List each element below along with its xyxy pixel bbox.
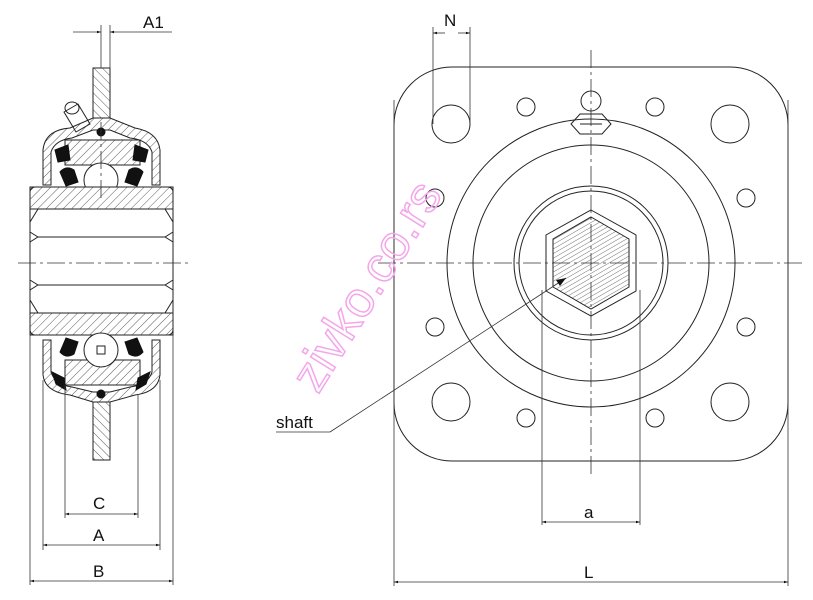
label-B: B [93, 562, 104, 581]
small-hole-1 [516, 97, 536, 117]
dimension-A1: A1 [73, 13, 172, 68]
mount-hole-top-left [431, 104, 471, 144]
small-hole-6 [736, 317, 756, 337]
inner-ring-top-hatch [29, 186, 174, 210]
lip-seal-bottom-left [59, 337, 79, 357]
seal-bottom-left [51, 371, 67, 391]
lip-seal-top-right [124, 167, 144, 187]
flange-plate-bottom [92, 401, 111, 461]
dimension-a: a [541, 290, 641, 525]
grease-nipple-side [63, 101, 91, 133]
label-a: a [584, 503, 594, 522]
inner-ring-bottom-hatch [29, 312, 174, 336]
small-hole-7 [516, 408, 536, 428]
dimension-L: L [393, 100, 789, 586]
housing-top [42, 117, 161, 186]
cage-bottom [96, 345, 106, 355]
label-N: N [444, 11, 456, 30]
seal-top-left [54, 144, 71, 163]
label-shaft: shaft [276, 413, 313, 432]
label-L: L [584, 563, 593, 582]
small-hole-4 [736, 188, 756, 208]
hex-bore-section [29, 208, 174, 314]
outer-ring-top [64, 139, 141, 166]
small-hole-2 [645, 97, 665, 117]
dimension-A: A [42, 380, 161, 550]
label-A: A [93, 526, 105, 545]
label-A1: A1 [143, 13, 164, 32]
lip-seal-top-left [59, 167, 79, 187]
seal-bottom-right [135, 371, 151, 391]
small-hole-8 [645, 408, 665, 428]
mount-hole-top-right [710, 104, 750, 144]
dimension-N: N [432, 11, 471, 124]
mount-hole-bottom-right [710, 382, 750, 422]
small-hole-3 [425, 188, 445, 208]
lube-ball-bottom [96, 389, 106, 399]
front-view: shaft N a L [276, 11, 806, 586]
small-hole-5 [425, 317, 445, 337]
side-section-view: A1 C A B [18, 13, 188, 585]
lip-seal-bottom-right [124, 337, 144, 357]
dimension-C: C [64, 385, 139, 518]
label-C: C [93, 494, 105, 513]
shaft-leader: shaft [276, 277, 567, 433]
mount-hole-bottom-left [431, 382, 471, 422]
watermark: zivko.co.rs [280, 171, 453, 401]
flange-plate-top [92, 67, 111, 119]
seal-top-right [132, 144, 149, 163]
dimension-B: B [29, 335, 174, 585]
